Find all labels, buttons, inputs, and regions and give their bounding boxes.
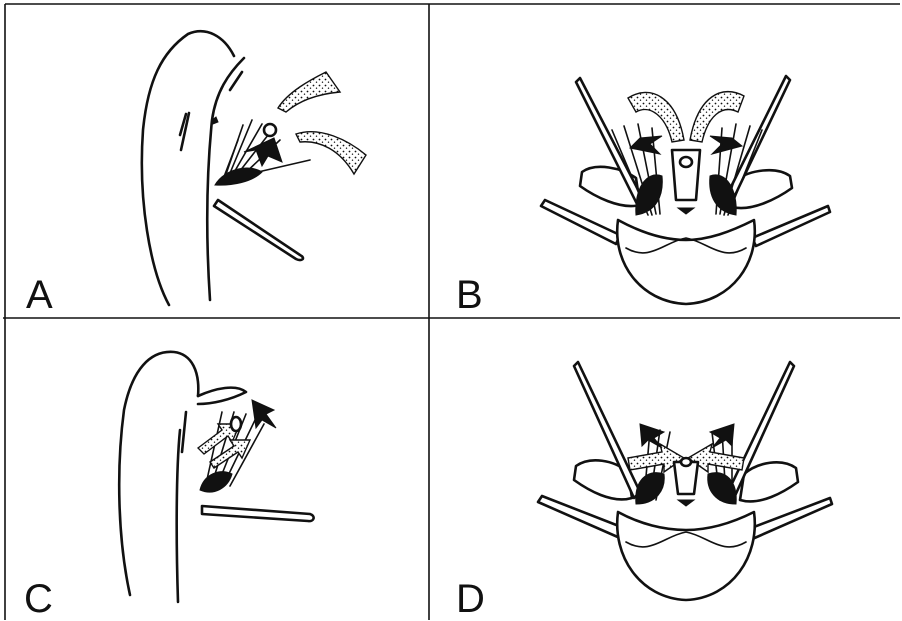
panel-c-label: C	[24, 577, 53, 621]
panel-a-flower-body	[142, 31, 234, 305]
panel-b: B	[456, 76, 830, 317]
panel-b-right-nectary	[710, 175, 737, 215]
panel-c-nectary	[200, 472, 232, 492]
panel-b-right-sepal	[752, 206, 830, 246]
panel-d-left-sepal	[538, 496, 624, 538]
panel-a-arrow-lower	[296, 132, 366, 174]
panel-a-pollen	[264, 124, 276, 136]
panel-a-label: A	[26, 273, 53, 317]
panel-d-right-sepal	[746, 498, 832, 540]
panel-a-arrow-upper	[278, 72, 340, 112]
panel-d-labellum	[617, 512, 755, 600]
panel-b-left-sepal	[541, 200, 620, 244]
panel-a: A	[26, 31, 366, 317]
panel-d-left-nectary	[636, 473, 664, 504]
panel-c-pollen	[231, 417, 241, 431]
panel-b-label: B	[456, 273, 483, 317]
panel-b-labellum	[617, 220, 755, 304]
panel-b-left-arrow-stipple	[628, 92, 684, 142]
panel-b-anther	[680, 157, 692, 167]
panel-d: D	[456, 362, 832, 621]
panel-b-right-arrow-stipple	[690, 92, 744, 142]
panel-c-style	[202, 506, 314, 521]
panel-d-anther	[681, 458, 691, 466]
panel-b-left-arrow-black	[630, 136, 662, 154]
panel-b-left-nectary	[636, 175, 663, 215]
panel-a-nectary	[215, 168, 262, 185]
panel-c: C	[24, 352, 314, 621]
panel-d-label: D	[456, 577, 485, 621]
panel-a-style	[214, 200, 303, 260]
panel-c-flower-edge	[177, 430, 180, 602]
panel-b-right-arrow-black	[710, 136, 742, 154]
panel-c-flower-body	[119, 352, 198, 595]
